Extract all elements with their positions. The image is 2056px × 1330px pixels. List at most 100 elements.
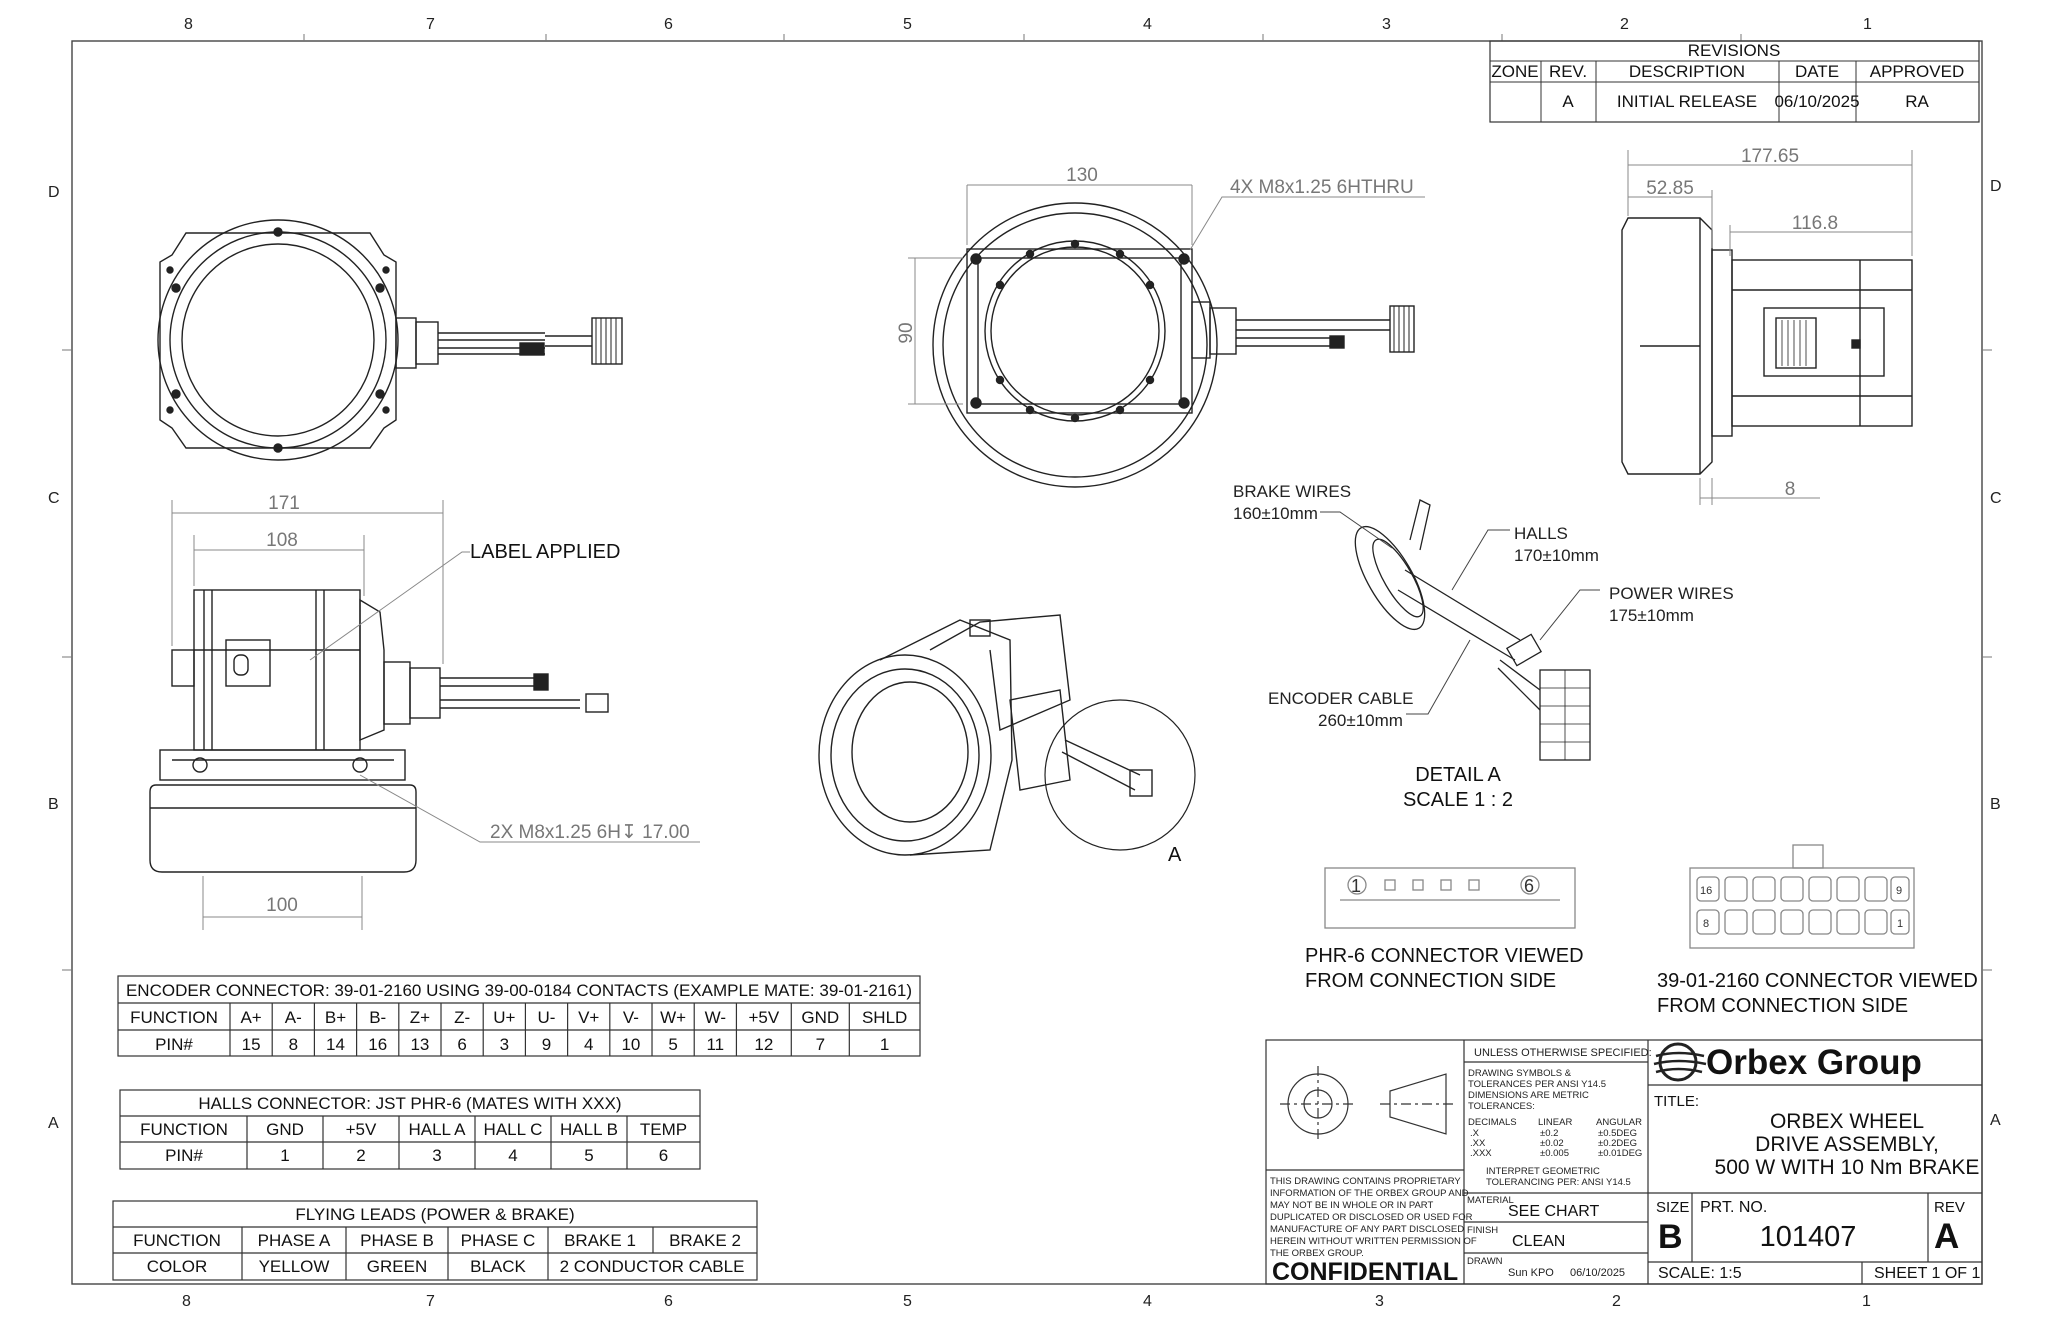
leads-fn-brake-2: BRAKE 2	[669, 1231, 741, 1250]
encoder-function-cell: A+	[240, 1008, 261, 1027]
proprietary-line-4: DUPLICATED OR DISCLOSED OR USED FOR	[1270, 1212, 1473, 1223]
zone-top-5: 5	[903, 16, 912, 33]
encoder-pin-cell: 10	[621, 1035, 640, 1054]
halls-pin-cell: 1	[280, 1146, 289, 1165]
zone-bottom-7: 7	[426, 1293, 435, 1310]
top-dimensions	[908, 184, 1425, 405]
proprietary-line-2: INFORMATION OF THE ORBEX GROUP AND	[1270, 1188, 1469, 1199]
tol-xxx-linear: ±0.005	[1540, 1148, 1569, 1159]
encoder-function-cell: Z+	[410, 1008, 430, 1027]
sheet-value: SHEET 1 OF 1	[1874, 1265, 1981, 1282]
phr-pin-1: 1	[1351, 876, 1361, 896]
encoder-pin-cell: 1	[880, 1035, 889, 1054]
encoder-pin-cell: 11	[706, 1035, 724, 1054]
size-value: B	[1658, 1218, 1683, 1256]
encoder-pin-cell: 3	[500, 1035, 509, 1054]
halls-pin-cell: 3	[432, 1146, 441, 1165]
drawn-date: 06/10/2025	[1570, 1267, 1625, 1279]
phr6-connector	[1324, 867, 1576, 929]
rev-header-approved: APPROVED	[1870, 62, 1964, 81]
encoder-table-cells: A+15A-8B+14B-16Z+13Z-6U+3U-9V+4V-10W+5W-…	[240, 1008, 907, 1054]
encoder-function-cell: A-	[285, 1008, 302, 1027]
material-value: SEE CHART	[1508, 1203, 1600, 1220]
rev-header-rev: REV.	[1549, 62, 1587, 81]
zone-left-B: B	[48, 796, 59, 813]
encoder-table-title: ENCODER CONNECTOR: 39-01-2160 USING 39-0…	[126, 981, 912, 1000]
zone-bottom-1: 1	[1862, 1293, 1871, 1310]
interpret-line-1: INTERPRET GEOMETRIC	[1486, 1166, 1600, 1177]
halls-pin-label: PIN#	[165, 1146, 203, 1165]
encoder-pin-cell: 13	[410, 1035, 429, 1054]
halls-function-cell: HALL B	[560, 1120, 618, 1139]
zone-right-D: D	[1990, 178, 2002, 195]
halls-table-title: HALLS CONNECTOR: JST PHR-6 (MATES WITH X…	[198, 1094, 621, 1113]
encoder-pin-cell: 6	[457, 1035, 466, 1054]
phr-caption-2: FROM CONNECTION SIDE	[1305, 970, 1556, 992]
encoder-function-cell: B-	[369, 1008, 386, 1027]
material-label: MATERIAL	[1467, 1195, 1514, 1206]
zone-top-8: 8	[184, 16, 193, 33]
encoder-pin-cell: 8	[289, 1035, 298, 1054]
proprietary-line-6: HEREIN WITHOUT WRITTEN PERMISSION OF	[1270, 1236, 1477, 1247]
leads-color-black: BLACK	[470, 1257, 526, 1276]
molex-caption-2: FROM CONNECTION SIDE	[1657, 995, 1908, 1017]
brake-wires-length: 160±10mm	[1233, 504, 1318, 523]
rev-row-rev: A	[1562, 92, 1574, 111]
molex-pin-8: 8	[1703, 918, 1709, 930]
halls-function-cell: TEMP	[640, 1120, 687, 1139]
rev-row-approved: RA	[1905, 92, 1929, 111]
leads-table-title: FLYING LEADS (POWER & BRAKE)	[295, 1205, 574, 1224]
molex-pin-16: 16	[1700, 885, 1712, 897]
encoder-function-label: FUNCTION	[130, 1008, 218, 1027]
zone-top-6: 6	[664, 16, 673, 33]
rev-row-description: INITIAL RELEASE	[1617, 92, 1757, 111]
side-dimensions	[1627, 150, 1913, 505]
halls-pin-cell: 2	[356, 1146, 365, 1165]
confidential-stamp: CONFIDENTIAL	[1272, 1258, 1458, 1286]
tol-xxx-angular: ±0.01DEG	[1598, 1148, 1642, 1159]
halls-function-label: FUNCTION	[140, 1120, 228, 1139]
detail-a-scale: SCALE 1 : 2	[1403, 789, 1513, 811]
unless-specified: UNLESS OTHERWISE SPECIFIED:	[1474, 1047, 1652, 1059]
zone-bottom-5: 5	[903, 1293, 912, 1310]
halls-pin-cell: 4	[508, 1146, 517, 1165]
encoder-function-cell: W+	[660, 1008, 686, 1027]
molex-pin-1: 1	[1897, 918, 1903, 930]
spec-line-2: TOLERANCES PER ANSI Y14.5	[1468, 1079, 1606, 1090]
halls-function-cell: GND	[266, 1120, 304, 1139]
leads-fn-phase-b: PHASE B	[360, 1231, 434, 1250]
halls-label: HALLS	[1514, 524, 1568, 543]
zone-right-A: A	[1990, 1112, 2001, 1129]
leads-fn-phase-a: PHASE A	[258, 1231, 331, 1250]
leads-function-label: FUNCTION	[133, 1231, 221, 1250]
encoder-function-cell: V+	[578, 1008, 599, 1027]
tol-x: .X	[1470, 1128, 1480, 1139]
third-angle-projection-symbol	[1280, 1066, 1456, 1142]
encoder-pin-cell: 14	[326, 1035, 345, 1054]
leads-fn-phase-c: PHASE C	[461, 1231, 536, 1250]
encoder-pin-label: PIN#	[155, 1035, 193, 1054]
tol-x-angular: ±0.5DEG	[1598, 1128, 1637, 1139]
zone-right-B: B	[1990, 796, 2001, 813]
revisions-table: REVISIONS ZONE REV. DESCRIPTION DATE APP…	[1489, 40, 1980, 123]
zone-left-A: A	[48, 1115, 59, 1132]
encoder-cable-length: 260±10mm	[1318, 711, 1403, 730]
tol-xx: .XX	[1470, 1138, 1486, 1149]
rev-row-date: 06/10/2025	[1774, 92, 1859, 111]
zone-left-D: D	[48, 184, 60, 201]
title-line-3: 500 W WITH 10 Nm BRAKE	[1715, 1156, 1980, 1179]
leads-color-label: COLOR	[147, 1257, 207, 1276]
dim-front-holes: 2X M8x1.25 6H↧ 17.00	[490, 822, 690, 843]
detail-a-view	[1354, 499, 1591, 761]
part-number-label: PRT. NO.	[1700, 1199, 1767, 1216]
halls-function-cell: HALL C	[484, 1120, 543, 1139]
finish-label: FINISH	[1467, 1225, 1498, 1236]
view-back	[157, 219, 623, 461]
view-side	[1621, 217, 1913, 475]
encoder-pin-cell: 15	[242, 1035, 261, 1054]
dim-top-height: 90	[896, 322, 917, 343]
molex-pin-9: 9	[1896, 885, 1902, 897]
dim-front-inner: 108	[266, 530, 298, 551]
encoder-cable-label: ENCODER CABLE	[1268, 689, 1413, 708]
